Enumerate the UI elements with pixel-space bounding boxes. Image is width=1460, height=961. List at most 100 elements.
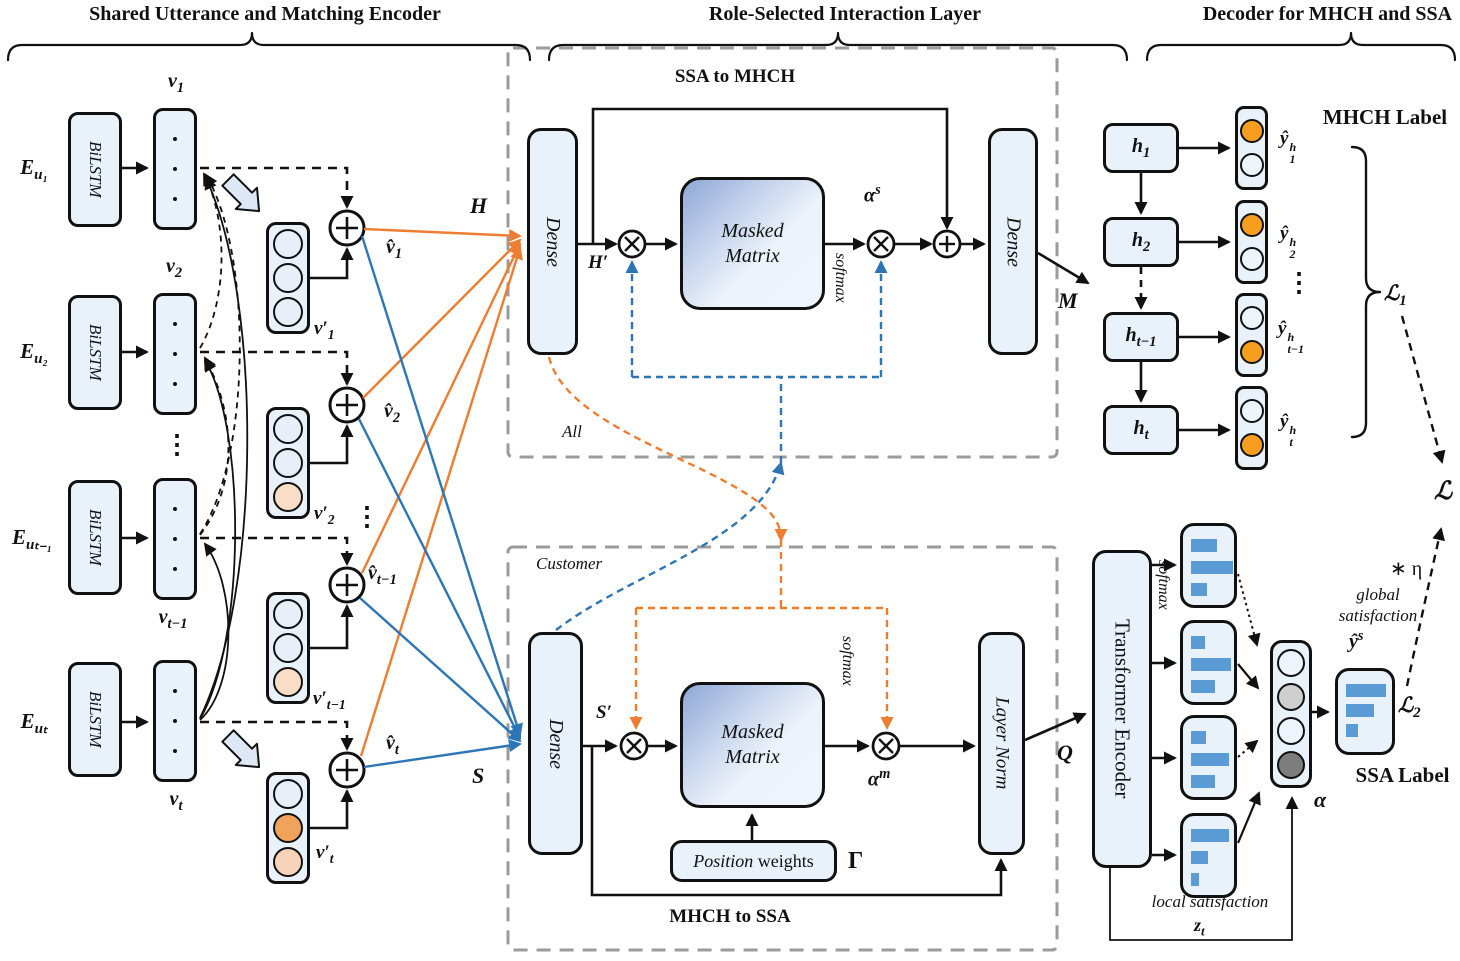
bilstm-box-1: BiLSTM (68, 112, 122, 227)
encoder-wires (122, 161, 354, 830)
local-dist-box-1 (1180, 523, 1237, 608)
state-circle (273, 229, 303, 259)
state-circle (1277, 751, 1305, 779)
distribution-bar (1191, 873, 1199, 886)
mhch-mult-nodes (619, 731, 901, 761)
state-circle (273, 779, 303, 809)
state-circle (1239, 153, 1264, 177)
dense-box-ssa-out: Dense (988, 128, 1038, 355)
softmax-label-ssa: softmax (832, 253, 849, 303)
title-decoder: Decoder for MHCH and SSA (1202, 3, 1453, 25)
local-dist-box-2 (1180, 620, 1237, 705)
state-circle (273, 263, 303, 293)
ys-label: ŷs (1349, 628, 1364, 653)
all-label: All (562, 422, 582, 441)
transformer-encoder-box: Transformer Encoder (1092, 550, 1152, 868)
ssa-to-mhch-wires (578, 107, 1090, 285)
bilstm-box-2: BiLSTM (68, 295, 122, 410)
loss2-label: ℒ2 (1398, 693, 1421, 722)
vprime-column-4 (266, 772, 310, 884)
input-label-4: Euₜ (20, 709, 48, 738)
state-circle (173, 689, 177, 693)
matching-block-arrows (221, 173, 261, 769)
Q-label: Q (1057, 740, 1073, 765)
customer-feedback-blue (555, 260, 888, 631)
eta-label: ∗ η (1390, 558, 1423, 580)
vhat-label-2: v̂2 (384, 400, 401, 426)
distribution-bar (1191, 753, 1229, 766)
v-column-2 (153, 293, 197, 415)
distribution-bar (1191, 636, 1205, 649)
state-circle (1239, 306, 1264, 330)
h-box-4: ht (1103, 405, 1179, 455)
ssa-label-title: SSA Label (1355, 763, 1450, 787)
state-circle (173, 382, 177, 386)
alpha-label: α (1314, 787, 1327, 812)
state-circle (1239, 433, 1264, 457)
state-circle (173, 719, 177, 723)
h-fanin-orange (359, 227, 523, 757)
state-circle (273, 847, 303, 877)
v-ellipsis: ⋮ (164, 430, 190, 459)
softmax-label-mhch: softmax (839, 636, 856, 686)
state-circle (1239, 119, 1264, 143)
interaction-dashed-borders (506, 46, 1059, 952)
state-circle (273, 667, 303, 697)
mhch-pred-column-1 (1235, 106, 1268, 190)
title-interaction: Role-Selected Interaction Layer (708, 3, 982, 25)
state-circle (1239, 340, 1264, 364)
hist-to-alpha-arrows (1236, 573, 1261, 844)
mhch-pred-column-3 (1235, 293, 1268, 377)
input-label-2: Eu₂ (20, 339, 48, 368)
distribution-bar (1191, 583, 1207, 596)
distribution-bar (1346, 704, 1374, 717)
state-circle (173, 137, 177, 141)
state-circle (1239, 399, 1264, 423)
state-circle (273, 813, 303, 843)
state-circle (273, 414, 303, 444)
decoder-wires (1134, 141, 1330, 862)
state-circle (173, 322, 177, 326)
state-circle (1277, 683, 1305, 711)
state-circle (1277, 649, 1305, 677)
s-fanin-blue (357, 235, 523, 769)
ssa-to-mhch-header: SSA to MHCH (674, 66, 796, 87)
state-circle (173, 197, 177, 201)
vprime-label-1: v′1 (314, 318, 335, 342)
state-circle (173, 507, 177, 511)
s-prime-label: S′ (596, 702, 612, 723)
state-circle (1239, 213, 1264, 237)
vhat-label-4: v̂t (386, 732, 399, 758)
mhch-to-ssa-header: MHCH to SSA (669, 906, 791, 927)
bilstm-box-4: BiLSTM (68, 662, 122, 777)
softmax-label-decoder: softmax (1155, 560, 1172, 610)
vprime-label-2: v′2 (314, 503, 335, 527)
state-circle (1239, 247, 1264, 271)
v-label-4: vt (169, 788, 183, 814)
v-column-1 (153, 108, 197, 230)
distribution-bar (1191, 851, 1208, 864)
vhat-label-1: v̂1 (386, 236, 403, 262)
h-prime-label: H′ (588, 252, 609, 273)
distribution-bar (1191, 829, 1229, 842)
dense-box-ssa-in: Dense (527, 128, 578, 355)
state-circle (173, 352, 177, 356)
state-circle (273, 482, 303, 512)
h-box-3: ht−1 (1103, 312, 1179, 362)
v-label-1: v1 (167, 70, 185, 96)
local-dist-box-4 (1180, 813, 1237, 898)
position-weights-box: Position weights (670, 840, 837, 882)
distribution-bar (1191, 680, 1215, 693)
bilstm-box-3: BiLSTM (68, 480, 122, 595)
vprime-column-1 (266, 222, 310, 334)
local-dist-box-3 (1180, 715, 1237, 800)
v-label-2: v2 (165, 255, 183, 281)
v-column-4 (153, 660, 197, 782)
ssa-mult-add-nodes (617, 229, 962, 259)
state-circle (273, 448, 303, 478)
